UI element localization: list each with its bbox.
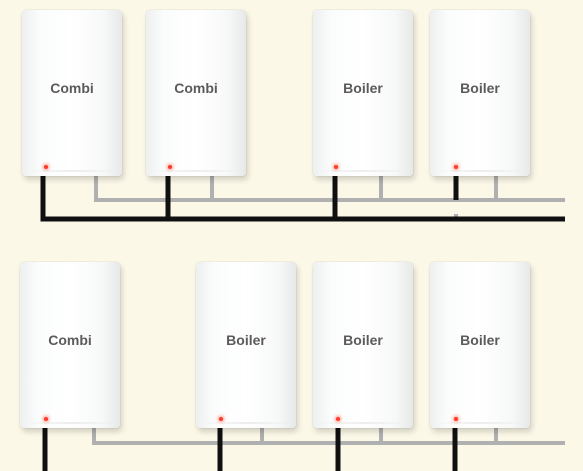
unit-top-4: Boiler bbox=[430, 10, 530, 176]
indicator-light bbox=[168, 165, 172, 169]
indicator-light bbox=[334, 165, 338, 169]
indicator-light bbox=[44, 165, 48, 169]
unit-top-2: Combi bbox=[146, 10, 246, 176]
unit-bottom-vent bbox=[28, 170, 116, 172]
unit-bottom-vent bbox=[436, 422, 524, 424]
unit-bottom-2: Boiler bbox=[196, 262, 296, 428]
unit-label: Boiler bbox=[460, 80, 500, 96]
unit-label: Combi bbox=[48, 332, 92, 348]
unit-top-3: Boiler bbox=[313, 10, 413, 176]
indicator-light bbox=[454, 417, 458, 421]
grey-pipe-bottom bbox=[92, 426, 565, 445]
unit-bottom-vent bbox=[152, 170, 240, 172]
unit-bottom-3: Boiler bbox=[313, 262, 413, 428]
unit-bottom-vent bbox=[319, 170, 407, 172]
indicator-light bbox=[454, 165, 458, 169]
unit-label: Boiler bbox=[343, 332, 383, 348]
grey-pipe-top bbox=[94, 172, 565, 202]
unit-bottom-vent bbox=[319, 422, 407, 424]
unit-bottom-vent bbox=[26, 422, 114, 424]
unit-label: Combi bbox=[50, 80, 94, 96]
indicator-light bbox=[219, 417, 223, 421]
unit-bottom-1: Combi bbox=[20, 262, 120, 428]
unit-bottom-vent bbox=[436, 170, 524, 172]
unit-label: Combi bbox=[174, 80, 218, 96]
unit-bottom-vent bbox=[202, 422, 290, 424]
indicator-light bbox=[336, 417, 340, 421]
unit-bottom-4: Boiler bbox=[430, 262, 530, 428]
unit-label: Boiler bbox=[226, 332, 266, 348]
unit-top-1: Combi bbox=[22, 10, 122, 176]
indicator-light bbox=[44, 417, 48, 421]
unit-label: Boiler bbox=[343, 80, 383, 96]
unit-label: Boiler bbox=[460, 332, 500, 348]
black-pipe-top bbox=[40, 172, 565, 222]
